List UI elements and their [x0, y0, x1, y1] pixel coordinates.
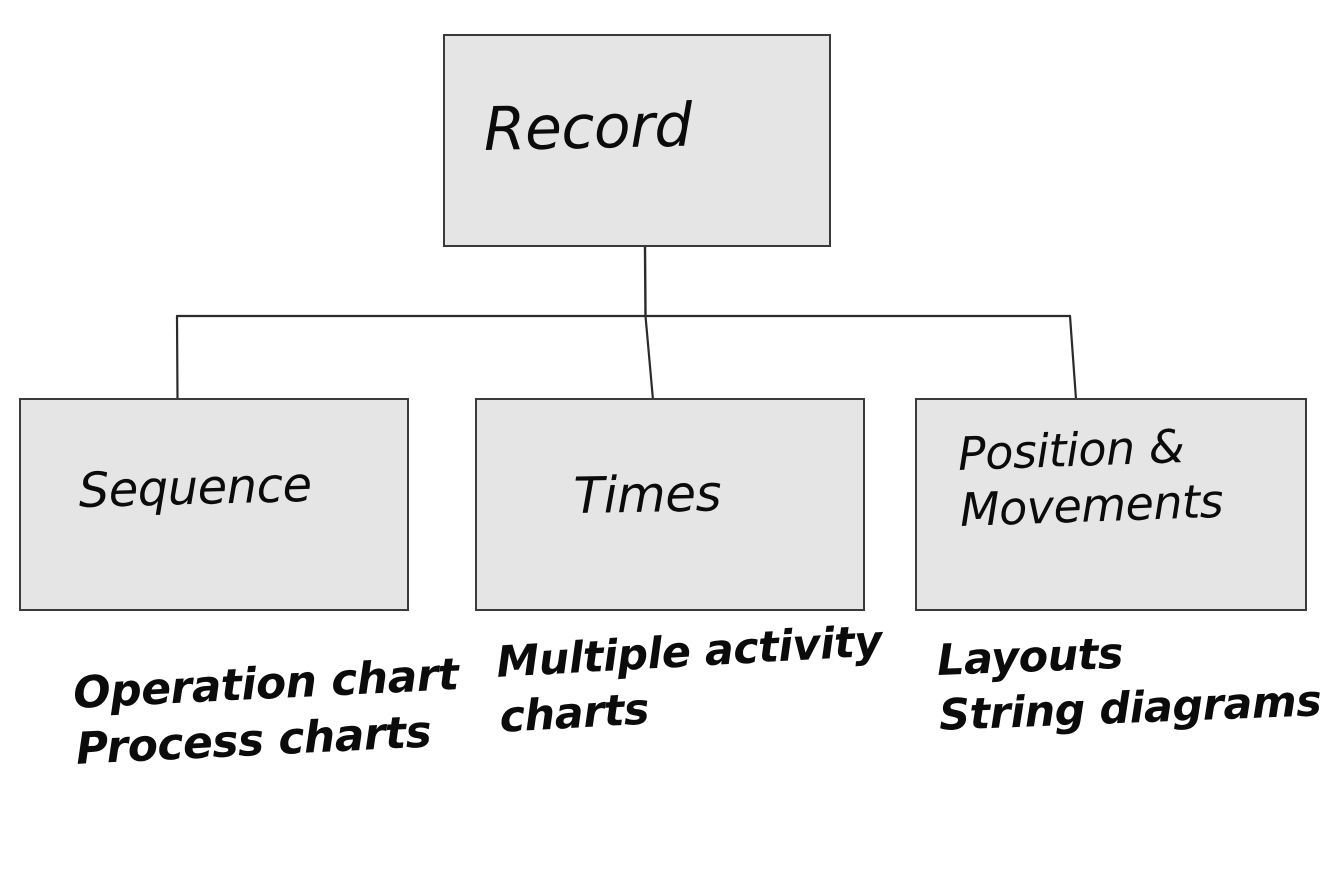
node-sequence[interactable]: Sequence [19, 398, 409, 611]
connector-drop-position [1068, 314, 1078, 401]
connector-drop-times [644, 314, 655, 402]
node-sequence-label: Sequence [78, 456, 313, 519]
node-times[interactable]: Times [475, 398, 865, 611]
connector-drop-sequence [175, 314, 179, 401]
caption-sequence: Operation chart Process charts [72, 649, 460, 776]
caption-times: Multiple activity charts [495, 616, 884, 743]
node-record[interactable]: Record [443, 34, 831, 247]
node-position-movements-label: Position & Movements [957, 419, 1224, 538]
caption-position-movements: Layouts String diagrams [936, 628, 1323, 741]
node-times-label: Times [573, 464, 722, 525]
node-position-movements[interactable]: Position & Movements [915, 398, 1307, 611]
connector-record-stem [643, 245, 647, 318]
node-record-label: Record [483, 90, 693, 165]
